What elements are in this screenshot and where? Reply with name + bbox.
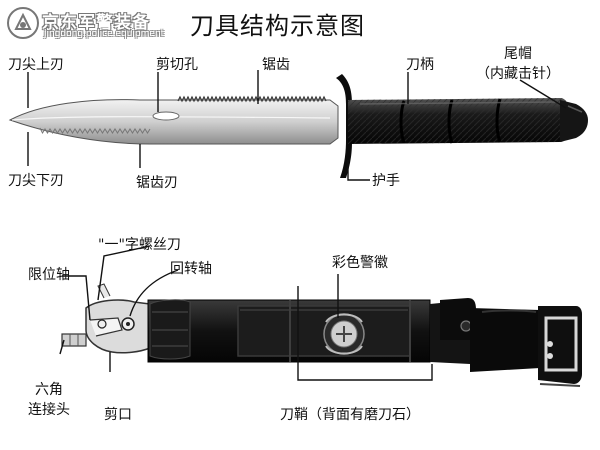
- label-cutter-jaw: 剪口: [104, 407, 132, 423]
- knife-handle: [348, 98, 570, 144]
- wire-cutter-hole: [152, 111, 180, 121]
- label-hex-line1: 六角: [35, 382, 63, 398]
- stop-pin-rivet: [97, 319, 107, 329]
- label-emblem: 彩色警徽: [332, 255, 388, 271]
- sheath-leaders: [59, 245, 433, 381]
- label-sheath: 刀鞘（背面有磨刀石）: [280, 407, 420, 423]
- label-pommel: 尾帽 （内藏击针）: [476, 44, 560, 84]
- multitool-cutter: [61, 283, 151, 354]
- label-pommel-line2: （内藏击针）: [476, 66, 560, 82]
- label-pommel-line1: 尾帽: [504, 46, 532, 62]
- knife-leaders: [27, 70, 567, 181]
- label-saw-edge: 锯齿刃: [136, 175, 178, 191]
- brand-url: jingdong.police.equipment: [44, 29, 165, 39]
- label-pivot: 回转轴: [170, 261, 212, 277]
- sheath-body: [147, 299, 431, 363]
- brand-logo: 京东军警装备 jingdong.police.equipment: [4, 4, 204, 44]
- label-tip-lower-edge: 刀尖下刃: [8, 173, 64, 189]
- label-saw-teeth: 锯齿: [262, 57, 290, 73]
- label-wire-cutter-hole: 剪切孔: [156, 57, 198, 73]
- label-screwdriver: "一"字螺丝刀: [98, 237, 181, 253]
- saw-teeth: [177, 95, 327, 103]
- label-guard: 护手: [372, 173, 400, 189]
- hex-connector: [61, 333, 87, 347]
- label-hex-line2: 连接头: [28, 402, 70, 418]
- sheath-strap: [430, 298, 582, 387]
- serrated-edge: [39, 127, 151, 135]
- label-hex-connector: 六角 连接头: [28, 380, 70, 420]
- label-stop-pin: 限位轴: [28, 267, 70, 283]
- label-tip-upper-edge: 刀尖上刃: [8, 57, 64, 73]
- label-handle: 刀柄: [406, 57, 434, 73]
- knife-blade: [8, 95, 339, 145]
- brand-name: 京东军警装备: [42, 13, 150, 33]
- diagram-title: 刀具结构示意图: [190, 12, 365, 40]
- brand-badge-icon: [7, 7, 39, 39]
- knife-pommel: [560, 100, 588, 142]
- saw-teeth-row: [39, 95, 327, 135]
- police-emblem: [323, 313, 365, 355]
